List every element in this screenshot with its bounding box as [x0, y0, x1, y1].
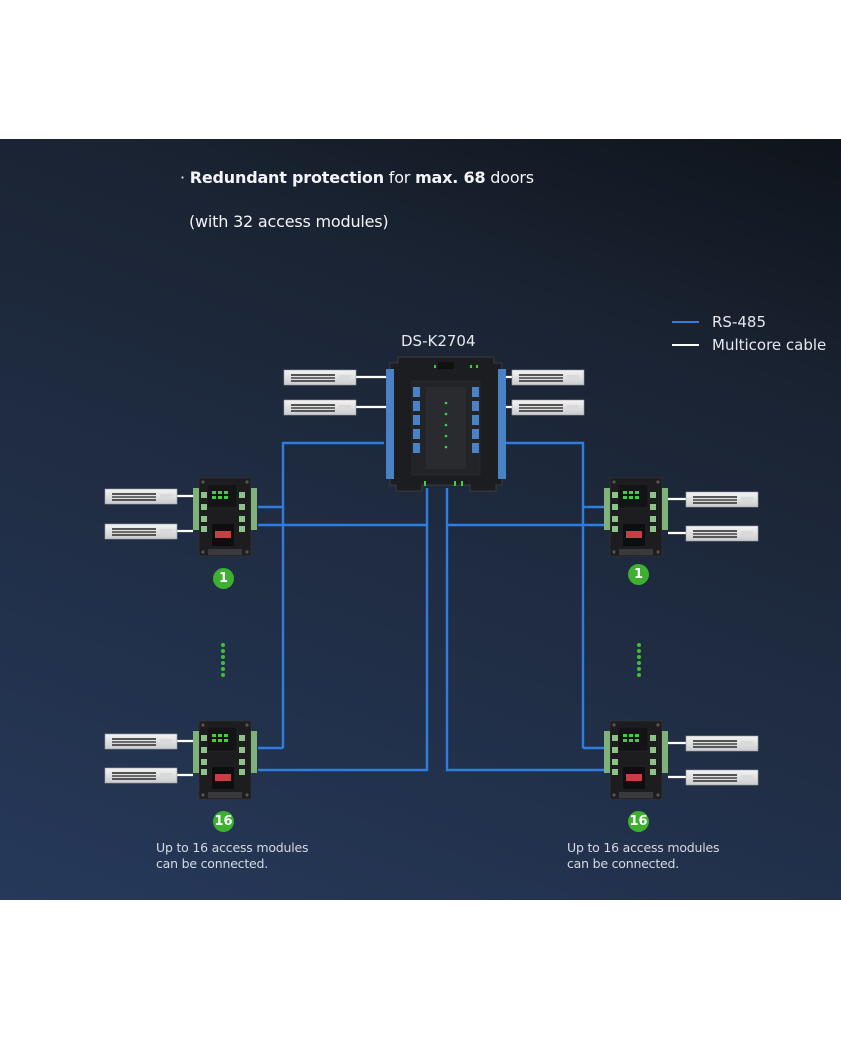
access-module-left-16 — [192, 720, 258, 800]
magnetic-lock-icon — [104, 523, 178, 540]
headline-text: doors — [485, 168, 534, 187]
rs485-line — [445, 525, 606, 772]
module-number-badge: 16 — [628, 811, 649, 832]
rs485-line-swatch — [672, 321, 699, 323]
module-number-badge: 1 — [213, 568, 234, 589]
legend-label: Multicore cable — [712, 336, 827, 354]
controller-label: DS-K2704 — [401, 332, 476, 350]
legend-item-rs485: RS-485 — [672, 313, 766, 331]
access-module-right-1 — [603, 477, 669, 557]
magnetic-lock-icon — [685, 735, 759, 752]
module-number-badge: 1 — [628, 564, 649, 585]
caption-line: can be connected. — [567, 856, 680, 871]
magnetic-lock-icon — [511, 369, 585, 386]
ellipsis-dots-right — [637, 643, 642, 679]
caption-line: can be connected. — [156, 856, 269, 871]
dot — [637, 649, 641, 653]
headline-line-2: (with 32 access modules) — [189, 212, 389, 231]
diagram-panel: · Redundant protection for max. 68 doors… — [0, 139, 841, 900]
magnetic-lock-icon — [685, 769, 759, 786]
access-module-right-16 — [603, 720, 669, 800]
ellipsis-dots-left — [221, 643, 226, 679]
rs485-line — [258, 441, 384, 509]
dot — [221, 649, 225, 653]
dot — [221, 673, 225, 677]
rs485-wiring-right — [445, 441, 606, 772]
headline-bold-max: max. 68 — [415, 168, 486, 187]
caption-line: Up to 16 access modules — [567, 840, 720, 855]
headline-bold-redundant: Redundant protection — [189, 168, 384, 187]
rs485-line — [258, 525, 429, 772]
dot — [637, 667, 641, 671]
magnetic-lock-icon — [511, 399, 585, 416]
dot — [637, 643, 641, 647]
magnetic-lock-icon — [283, 399, 357, 416]
dot — [221, 643, 225, 647]
dot — [221, 667, 225, 671]
legend-item-multicore: Multicore cable — [672, 336, 826, 354]
headline-line-1: · Redundant protection for max. 68 doors — [180, 168, 534, 187]
caption-right: Up to 16 access modules can be connected… — [567, 840, 720, 872]
module-number-badge: 16 — [213, 811, 234, 832]
dot — [637, 661, 641, 665]
magnetic-lock-icon — [104, 733, 178, 750]
bullet: · — [180, 168, 190, 187]
multicore-line-swatch — [672, 344, 699, 346]
magnetic-lock-icon — [685, 525, 759, 542]
dot — [637, 655, 641, 659]
magnetic-lock-icon — [104, 488, 178, 505]
controller-ds-k2704 — [386, 356, 506, 492]
headline-text: for — [383, 168, 416, 187]
caption-line: Up to 16 access modules — [156, 840, 309, 855]
dot — [221, 655, 225, 659]
dot — [637, 673, 641, 677]
access-module-left-1 — [192, 477, 258, 557]
rs485-line — [490, 441, 606, 509]
wiring-diagram — [104, 356, 759, 800]
magnetic-lock-icon — [685, 491, 759, 508]
dot — [221, 661, 225, 665]
magnetic-lock-icon — [104, 767, 178, 784]
magnetic-lock-icon — [283, 369, 357, 386]
rs485-wiring-left — [258, 441, 429, 772]
caption-left: Up to 16 access modules can be connected… — [156, 840, 309, 872]
legend-label: RS-485 — [712, 313, 766, 331]
